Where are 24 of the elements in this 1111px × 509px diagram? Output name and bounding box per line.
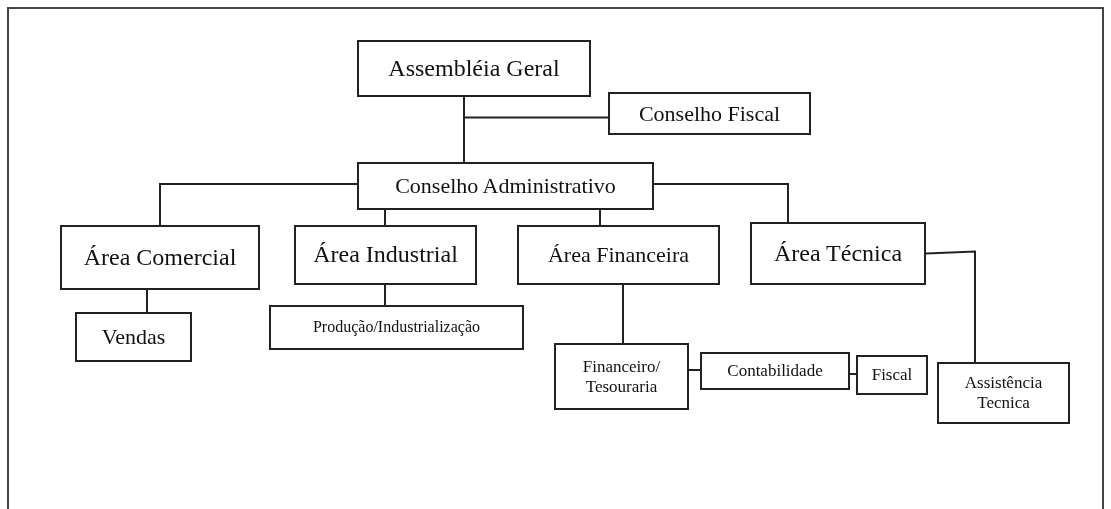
org-box: Fiscal (856, 355, 928, 395)
org-box: Financeiro/ Tesouraria (554, 343, 689, 410)
org-box: Contabilidade (700, 352, 850, 390)
org-box: Área Industrial (294, 225, 477, 285)
connector-line (463, 96, 465, 163)
connector-line (159, 183, 358, 226)
connector-line (925, 250, 976, 363)
connector-line (384, 284, 386, 306)
org-box: Conselho Administrativo (357, 162, 654, 210)
connector-line (688, 369, 701, 371)
org-box: Vendas (75, 312, 192, 362)
connector-line (653, 183, 789, 223)
org-box: Área Comercial (60, 225, 260, 290)
connector-line (384, 209, 386, 226)
connector-line (146, 289, 148, 313)
org-box: Assistência Tecnica (937, 362, 1070, 424)
org-box: Conselho Fiscal (608, 92, 811, 135)
org-box: Área Técnica (750, 222, 926, 285)
org-box: Assembléia Geral (357, 40, 591, 97)
org-box: Área Financeira (517, 225, 720, 285)
connector-line (599, 209, 601, 226)
connector-line (622, 284, 624, 344)
org-box: Produção/Industrialização (269, 305, 524, 350)
connector-line (849, 373, 857, 375)
